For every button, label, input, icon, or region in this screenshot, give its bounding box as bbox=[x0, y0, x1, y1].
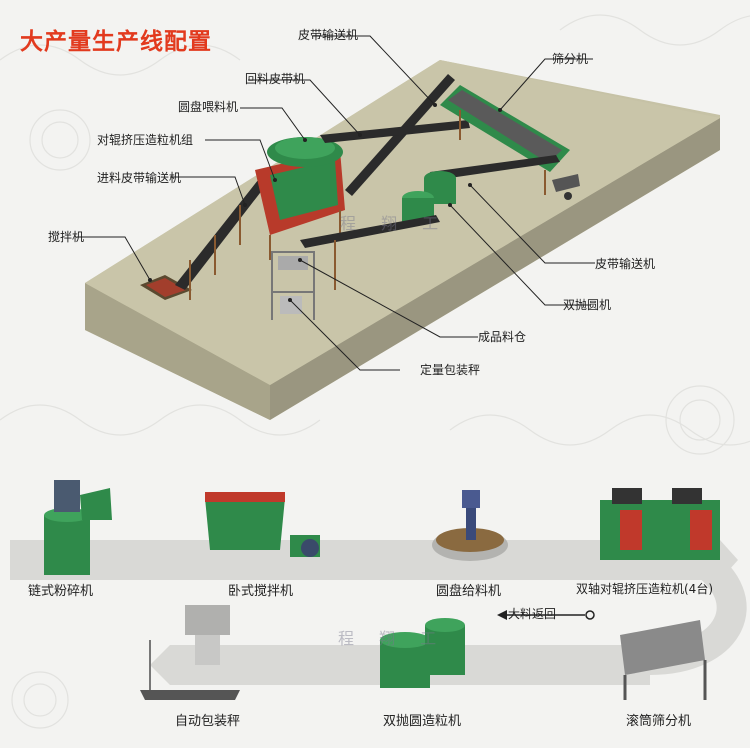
watermark-bottom: 程 翔 工 bbox=[338, 629, 447, 648]
page-title: 大产量生产线配置 bbox=[20, 29, 212, 55]
machine-label-drum-screen: 滚筒筛分机 bbox=[626, 714, 692, 729]
label-belt-conveyor-right: 皮带输送机 bbox=[595, 257, 656, 271]
drum-screen-top bbox=[440, 85, 570, 195]
label-feed-belt: 进料皮带输送机 bbox=[97, 171, 182, 185]
lower-belt-conveyor bbox=[300, 215, 440, 248]
double-roller-machine bbox=[600, 488, 720, 560]
label-packing-scale: 定量包装秤 bbox=[420, 363, 481, 377]
auto-packer-machine bbox=[140, 605, 240, 700]
watermark-top: 程 翔 工 bbox=[340, 214, 449, 233]
machine-label-double-roller: 双轴对辊挤压造粒机(4台) bbox=[576, 582, 713, 596]
horizontal-mixer-machine bbox=[205, 492, 320, 557]
label-return-belt: 回料皮带机 bbox=[245, 72, 306, 86]
cart bbox=[552, 174, 580, 200]
double-polish-granulator-machine bbox=[380, 618, 465, 688]
right-belt-conveyor bbox=[430, 155, 560, 180]
double-polish-machine bbox=[402, 171, 456, 222]
label-belt-conveyor-top: 皮带输送机 bbox=[298, 28, 359, 42]
disc-feeder bbox=[267, 137, 343, 167]
machine-label-auto-packer: 自动包装秤 bbox=[175, 714, 241, 729]
platform-side-right bbox=[270, 118, 720, 420]
label-double-polish: 双抛圆机 bbox=[563, 298, 612, 312]
label-product-bin: 成品料仓 bbox=[478, 330, 527, 344]
return-arrow-head bbox=[497, 610, 507, 620]
machine-label-chain-crusher: 链式粉碎机 bbox=[28, 584, 94, 599]
disc-feeder-machine bbox=[432, 490, 508, 561]
return-label: 大料返回 bbox=[508, 607, 557, 621]
machine-label-double-polish-granulator: 双抛圆造粒机 bbox=[383, 714, 462, 729]
platform-side-left bbox=[85, 283, 270, 420]
chain-crusher-machine bbox=[44, 480, 112, 575]
label-roller-group: 对辊挤压造粒机组 bbox=[97, 133, 194, 147]
machine-label-disc-feeder: 圆盘给料机 bbox=[436, 584, 502, 599]
roller-granulator-group bbox=[255, 150, 345, 260]
label-screen: 筛分机 bbox=[552, 52, 589, 66]
label-disc-feeder: 圆盘喂料机 bbox=[178, 100, 239, 114]
drum-screen-machine bbox=[620, 620, 707, 700]
flow-band-row1 bbox=[10, 540, 738, 580]
label-mixer: 搅拌机 bbox=[48, 230, 85, 244]
machine-label-horizontal-mixer: 卧式搅拌机 bbox=[228, 584, 294, 599]
return-belt bbox=[320, 120, 470, 143]
